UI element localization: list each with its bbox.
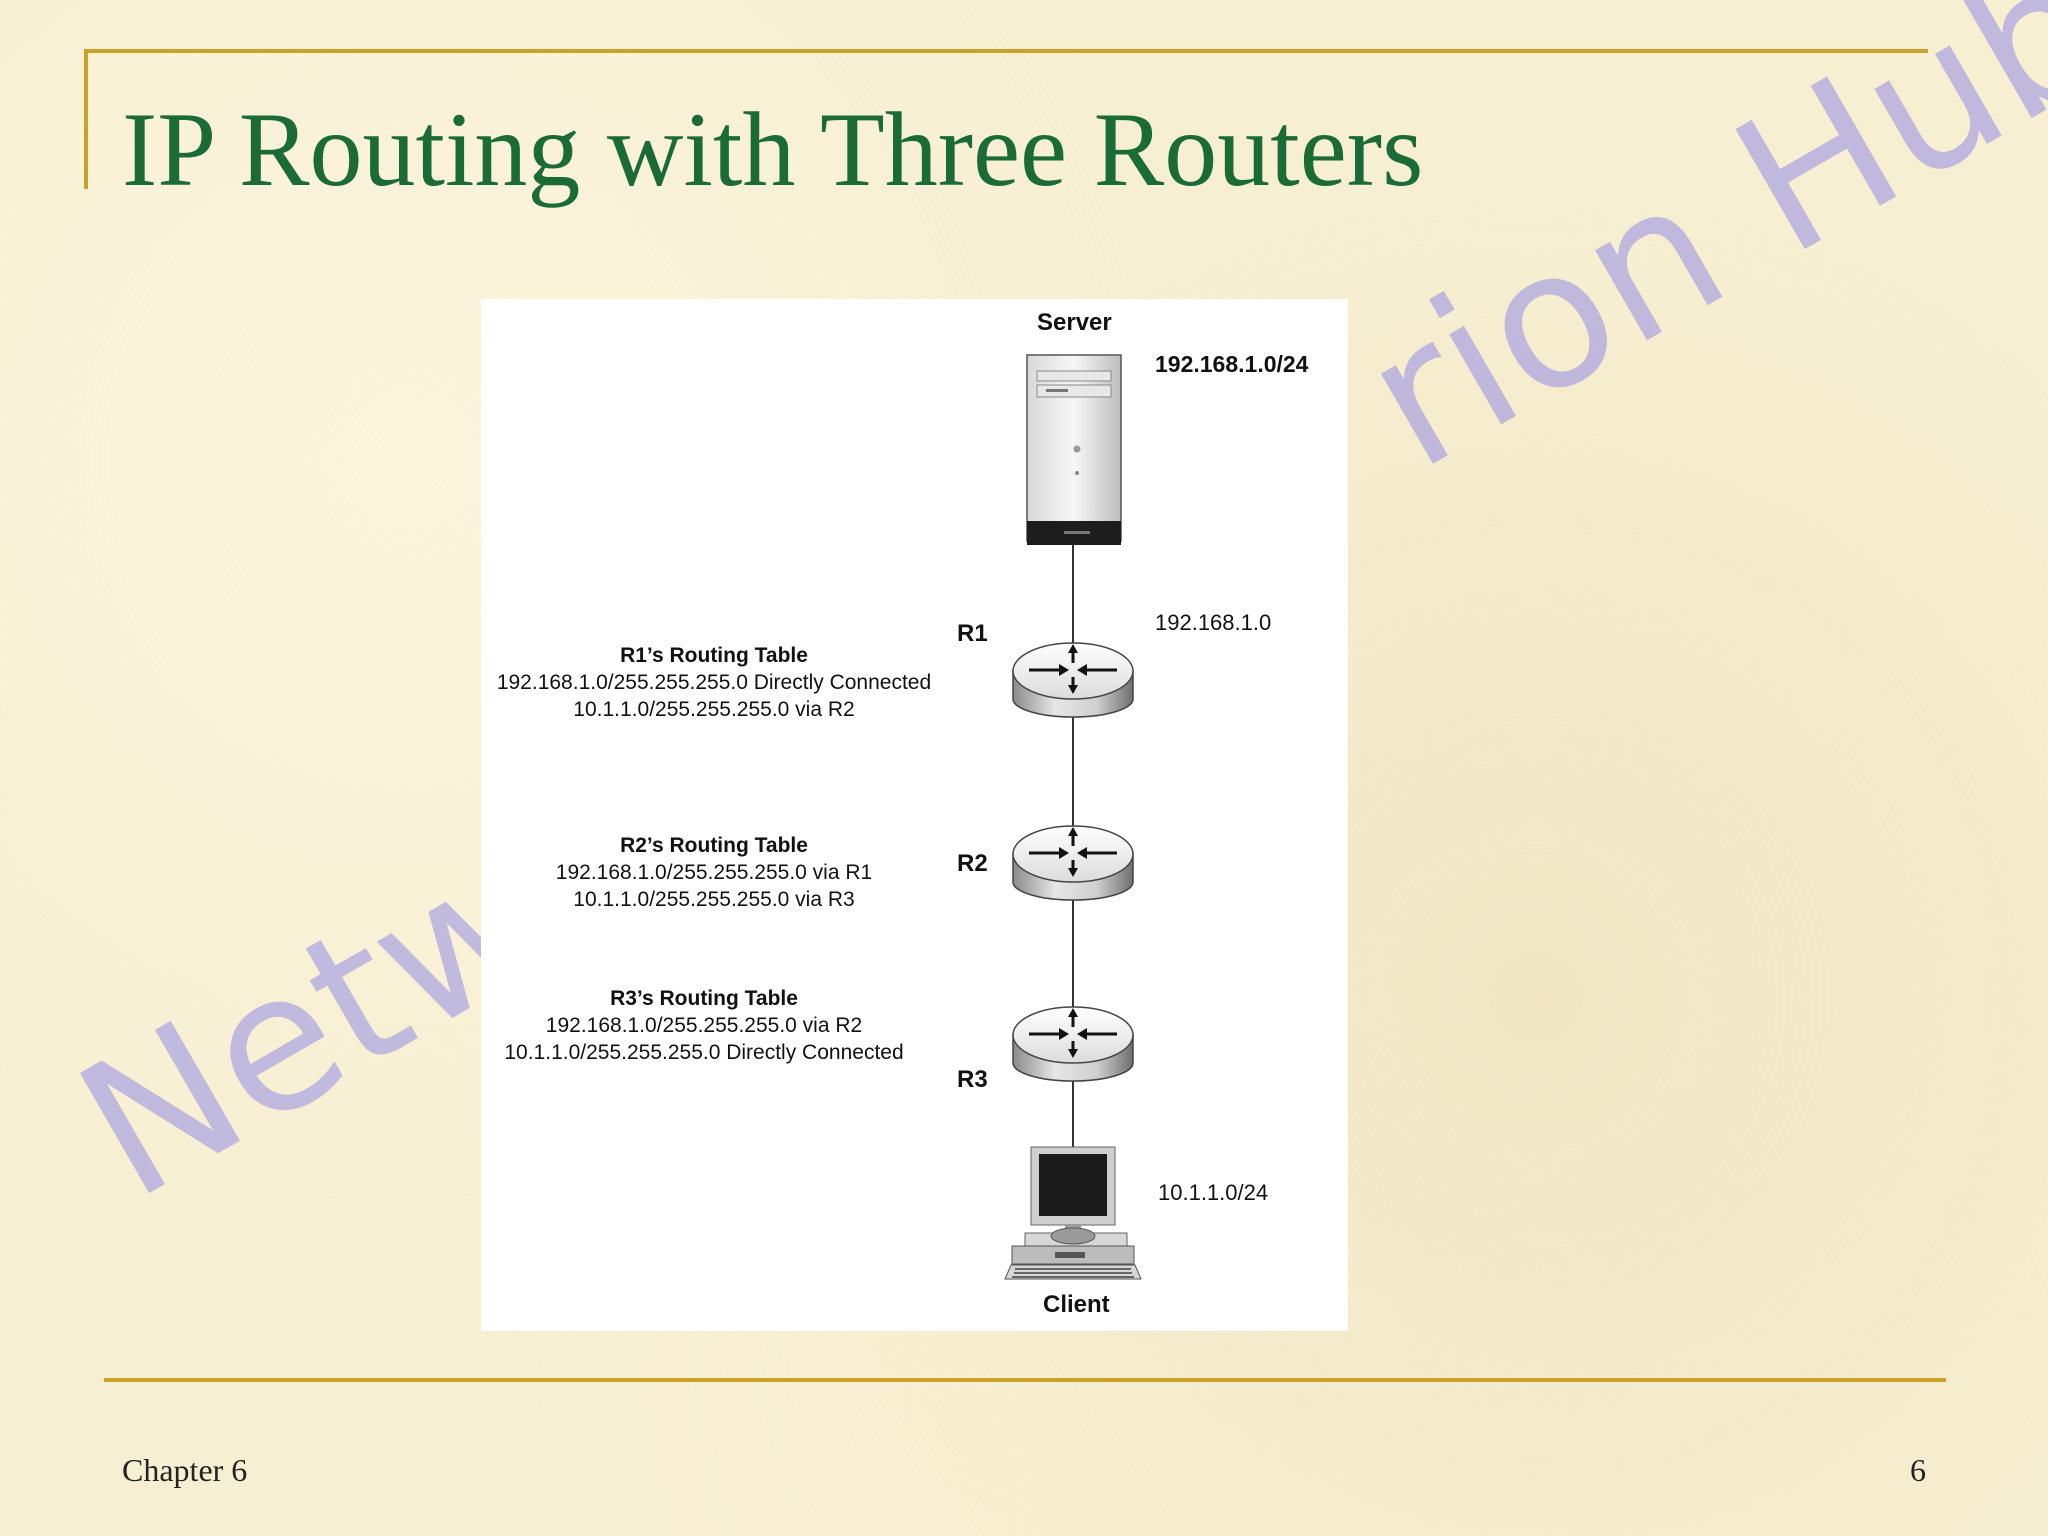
server-icon [1026,354,1122,545]
r3-routing-table: R3’s Routing Table 192.168.1.0/255.255.2… [491,985,917,1066]
server-label: Server [1037,309,1112,336]
r2-route-2: 10.1.1.0/255.255.255.0 via R3 [573,888,855,911]
router-r1-label: R1 [957,620,988,647]
r1-interface-label: 192.168.1.0 [1155,610,1272,635]
r3-route-1: 192.168.1.0/255.255.255.0 via R2 [545,1014,863,1037]
r3-table-title: R3’s Routing Table [610,987,798,1010]
watermark-right: rion Hub [1330,0,2048,512]
client-computer-icon [1004,1146,1142,1280]
r1-table-title: R1’s Routing Table [620,644,808,667]
bottom-rule [104,1378,1946,1382]
slide-title: IP Routing with Three Routers [122,91,1424,208]
router-r3-label: R3 [957,1066,988,1093]
r3-route-2: 10.1.1.0/255.255.255.0 Directly Connecte… [504,1041,904,1064]
diagram-graphics [1004,354,1142,1280]
top-rule [84,49,1928,53]
client-label: Client [1043,1291,1110,1318]
footer-chapter: Chapter 6 [122,1452,248,1488]
r2-routing-table: R2’s Routing Table 192.168.1.0/255.255.2… [491,832,937,913]
server-network-label: 192.168.1.0/24 [1155,351,1309,377]
top-rule-bracket [84,49,88,189]
router-r1-icon [1011,641,1135,719]
page-number: 6 [1910,1452,1926,1488]
r1-routing-table: R1’s Routing Table 192.168.1.0/255.255.2… [491,642,937,723]
router-r3-icon [1011,1005,1135,1083]
r2-route-1: 192.168.1.0/255.255.255.0 via R1 [555,861,873,884]
router-r2-icon [1011,824,1135,902]
r1-route-2: 10.1.1.0/255.255.255.0 via R2 [573,698,855,721]
router-r2-label: R2 [957,850,988,877]
r1-route-1: 192.168.1.0/255.255.255.0 Directly Conne… [496,671,932,694]
client-network-label: 10.1.1.0/24 [1158,1180,1269,1205]
r2-table-title: R2’s Routing Table [620,834,808,857]
network-diagram: Server 192.168.1.0/24 R1 192.168.1.0 R1’… [481,299,1348,1331]
